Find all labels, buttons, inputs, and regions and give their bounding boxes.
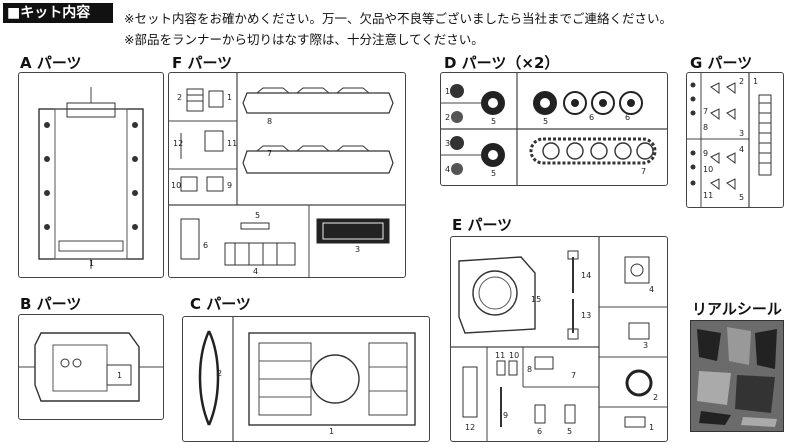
part-number: 4	[253, 267, 259, 276]
part-f-drawing	[169, 73, 405, 277]
part-e-drawing	[451, 237, 667, 441]
part-number: 3	[643, 341, 649, 350]
part-number: 10	[171, 181, 182, 190]
part-d-drawing	[441, 73, 667, 185]
part-number: 6	[625, 113, 631, 122]
part-b-drawing	[19, 332, 163, 402]
part-number: 9	[703, 149, 709, 158]
part-a-drawing	[38, 87, 144, 269]
part-g-label: G パーツ	[690, 54, 753, 72]
part-number: 7	[267, 149, 273, 158]
part-number: 11	[227, 139, 238, 148]
part-f-label: F パーツ	[172, 54, 233, 72]
part-number: 5	[543, 117, 549, 126]
part-g-drawing	[687, 73, 772, 207]
part-number: 15	[531, 295, 542, 304]
part-number: 2	[217, 369, 223, 378]
section-title: ■キット内容	[3, 3, 113, 23]
sprue-f: 2 1 8 12 11 7 10 9 5 6 4 3	[168, 72, 406, 278]
part-number: 7	[571, 371, 577, 380]
sprue-b: 1	[18, 314, 164, 420]
part-number: 5	[491, 117, 497, 126]
sticker-label: リアルシール	[692, 300, 782, 318]
part-number: 2	[739, 77, 745, 86]
part-number: 5	[255, 211, 261, 220]
part-number: 10	[703, 165, 714, 174]
part-number: 12	[173, 139, 184, 148]
part-number: 8	[267, 117, 273, 126]
part-number: 2	[445, 113, 451, 122]
part-e-label: E パーツ	[452, 216, 513, 234]
part-number: 9	[227, 181, 233, 190]
sprue-d: 1 2 3 4 5 5 5 6 6 7	[440, 72, 668, 186]
part-number: 11	[495, 351, 506, 360]
part-number: 14	[581, 271, 592, 280]
part-number: 11	[703, 191, 714, 200]
part-number: 9	[503, 411, 509, 420]
part-number: 5	[739, 193, 745, 202]
part-number: 2	[177, 93, 183, 102]
sprue-a: 1	[18, 72, 164, 278]
part-number: 7	[703, 107, 709, 116]
part-number: 5	[567, 427, 573, 436]
part-number: 1	[227, 93, 233, 102]
part-b-label: B パーツ	[20, 295, 82, 313]
part-number: 6	[589, 113, 595, 122]
sticker-texture	[697, 327, 777, 427]
part-c-label: C パーツ	[190, 295, 251, 313]
note-cut-carefully: ※部品をランナーから切りはなす際は、十分注意してください。	[124, 32, 484, 47]
part-d-label: D パーツ（×2）	[444, 54, 560, 72]
part-number: 5	[491, 169, 497, 178]
part-number: 6	[203, 241, 209, 250]
part-number: 12	[465, 423, 476, 432]
part-number: 3	[355, 245, 361, 254]
part-number: 1	[117, 371, 123, 380]
sprue-e: 15 14 13 4 3 2 1 12 11 10 8 7 9 6 5	[450, 236, 668, 442]
part-c-drawing	[198, 317, 416, 441]
part-number: 10	[509, 351, 520, 360]
part-number: 1	[649, 423, 655, 432]
part-number: 4	[445, 165, 451, 174]
part-number: 4	[739, 145, 745, 154]
sprue-c: 2 1	[182, 316, 430, 442]
part-number: 13	[581, 311, 592, 320]
part-number: 1	[89, 259, 95, 268]
part-number: 8	[703, 123, 709, 132]
part-number: 8	[527, 365, 533, 374]
part-number: 1	[329, 427, 335, 436]
sprue-g: 1 2 7 8 3 9 10 11 4 5	[686, 72, 784, 208]
part-a-label: A パーツ	[20, 54, 82, 72]
part-number: 3	[445, 139, 451, 148]
part-number: 7	[641, 167, 647, 176]
part-number: 1	[753, 77, 759, 86]
note-check-contents: ※セット内容をお確かめください。万一、欠品や不良等ございましたら当社までご連絡く…	[124, 11, 672, 26]
sticker-sheet	[690, 320, 784, 432]
part-number: 2	[653, 393, 659, 402]
part-number: 4	[649, 285, 655, 294]
part-number: 3	[739, 129, 745, 138]
part-number: 1	[445, 87, 451, 96]
part-number: 6	[537, 427, 543, 436]
